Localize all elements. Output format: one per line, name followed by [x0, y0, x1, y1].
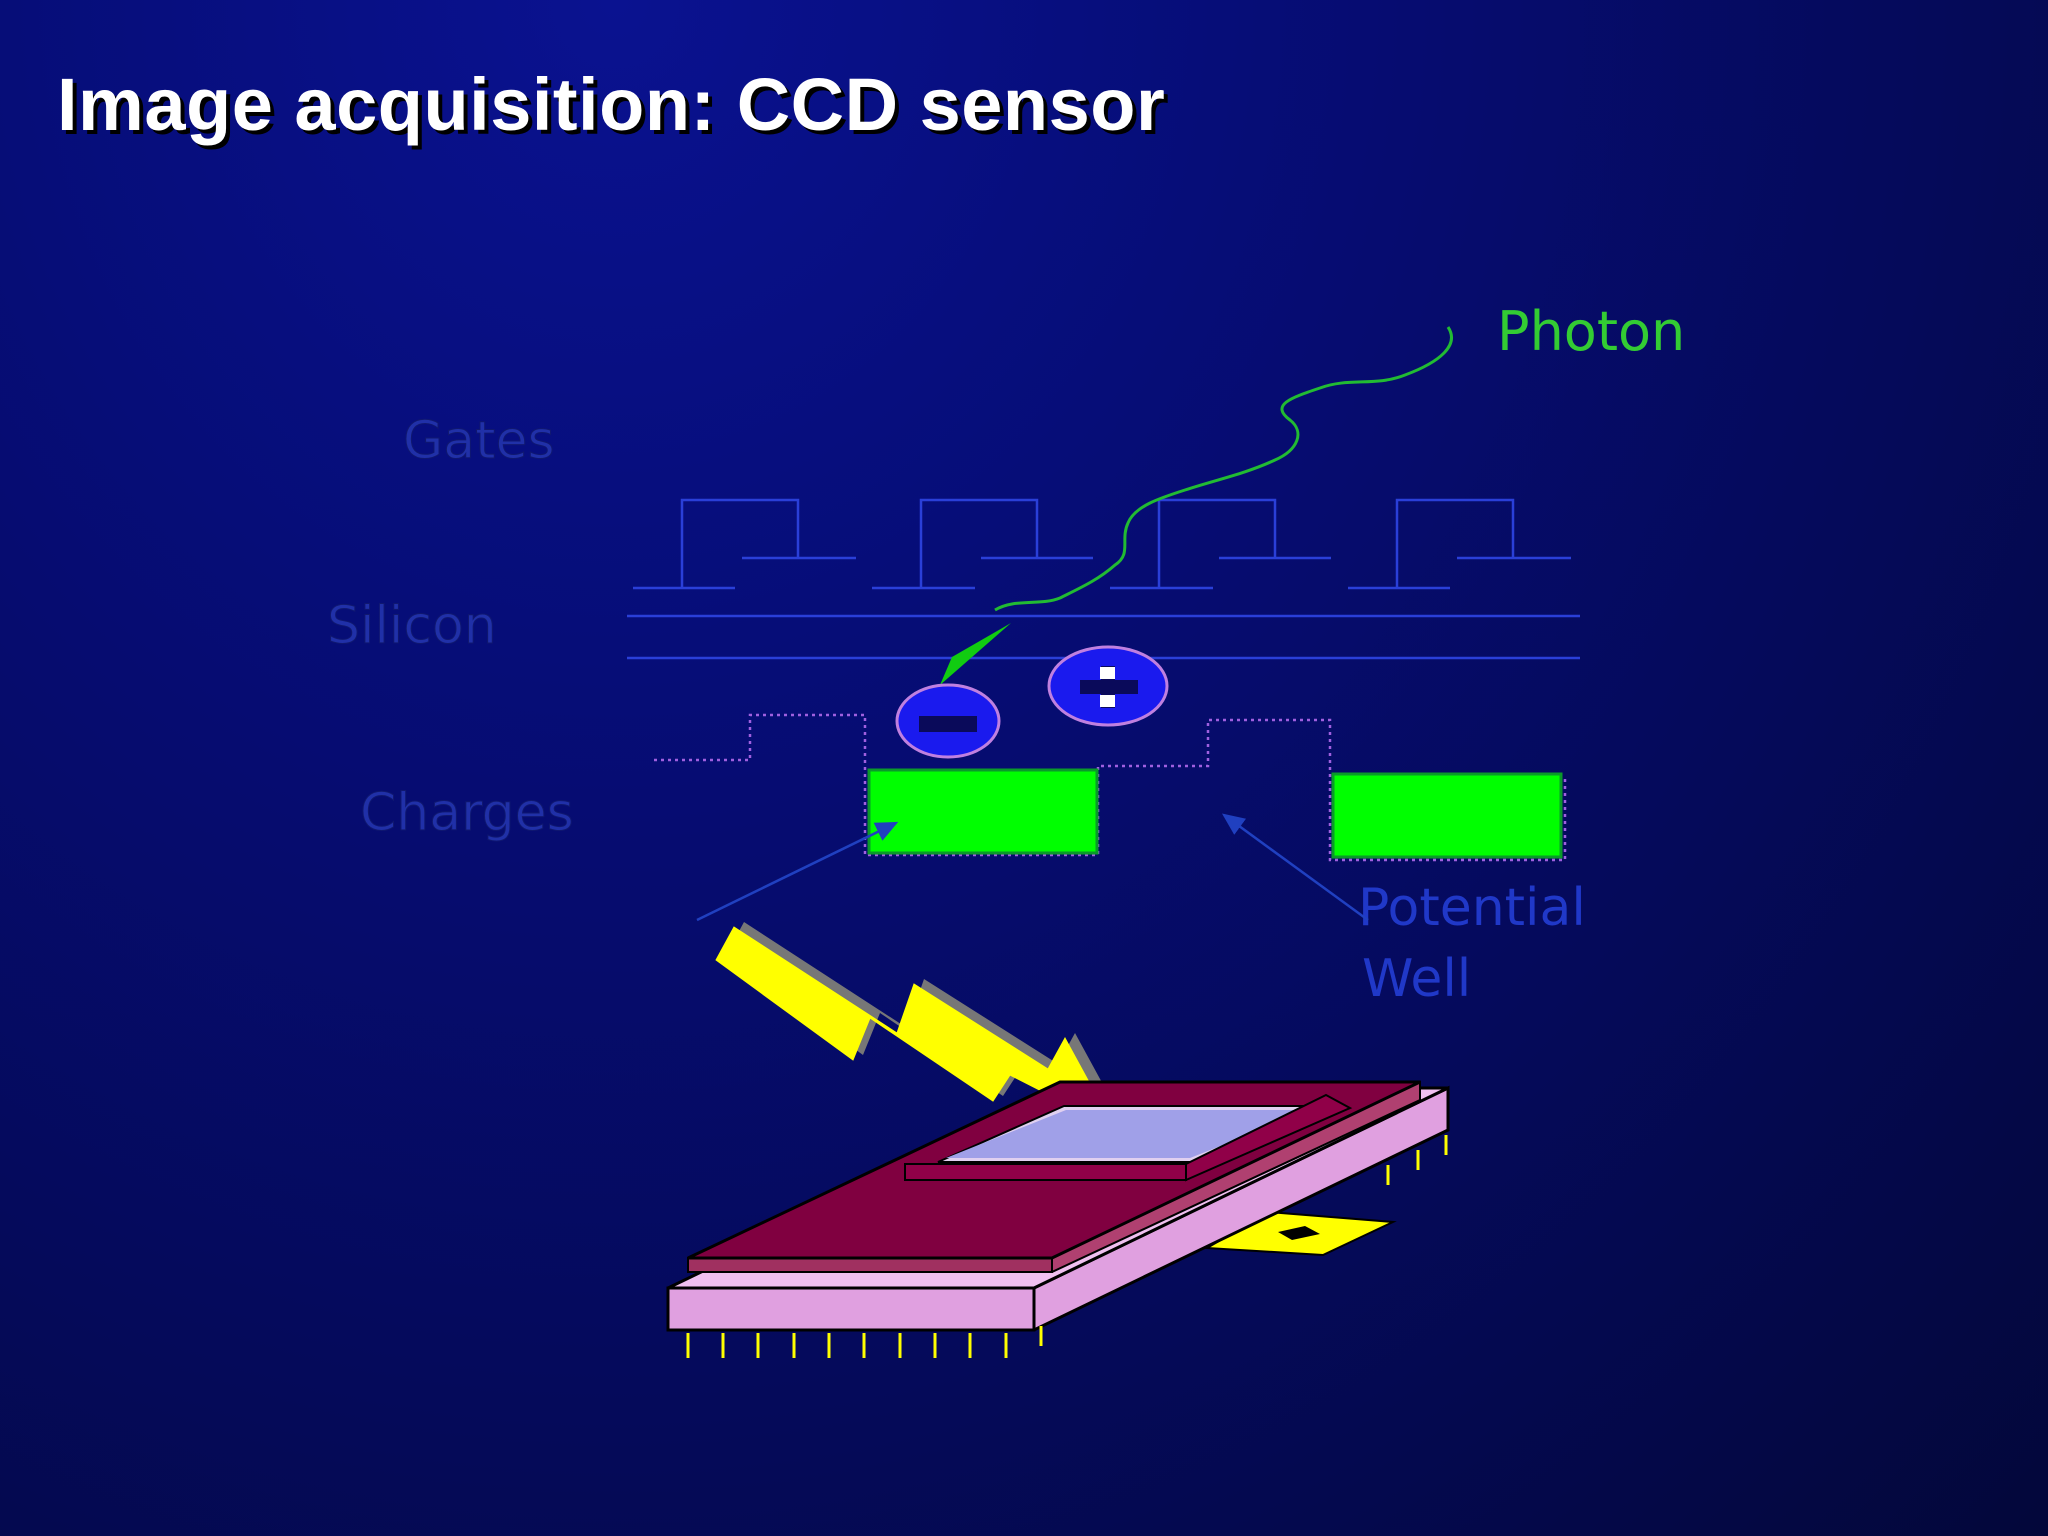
gate-1	[633, 498, 856, 590]
photon-label: Photon	[1497, 300, 1685, 363]
photon-path	[994, 326, 1453, 612]
gate-4	[1348, 498, 1571, 590]
charge-block-2	[1331, 772, 1563, 859]
gates-label: Gates	[403, 411, 555, 471]
charge-block-1	[867, 768, 1099, 855]
gate-3	[1110, 498, 1331, 590]
gate-2	[872, 498, 1093, 590]
electron-minus	[895, 683, 1001, 759]
potential-profile	[654, 713, 1567, 862]
gates	[633, 498, 1571, 590]
ccd-chip-icon	[666, 1080, 1450, 1358]
minus-sign	[919, 716, 977, 732]
hole-plus	[1047, 645, 1169, 727]
silicon-label: Silicon	[327, 596, 497, 656]
slide-title: Image acquisition: CCD sensor	[57, 63, 1166, 146]
charges-arrow	[696, 821, 899, 922]
potential-well-arrow	[1221, 813, 1369, 922]
photon-arrowhead	[940, 623, 1011, 685]
potential-well-label-line1: Potential	[1358, 878, 1586, 938]
charges-label: Charges	[360, 783, 574, 843]
potential-well-label-line2: Well	[1362, 949, 1471, 1009]
